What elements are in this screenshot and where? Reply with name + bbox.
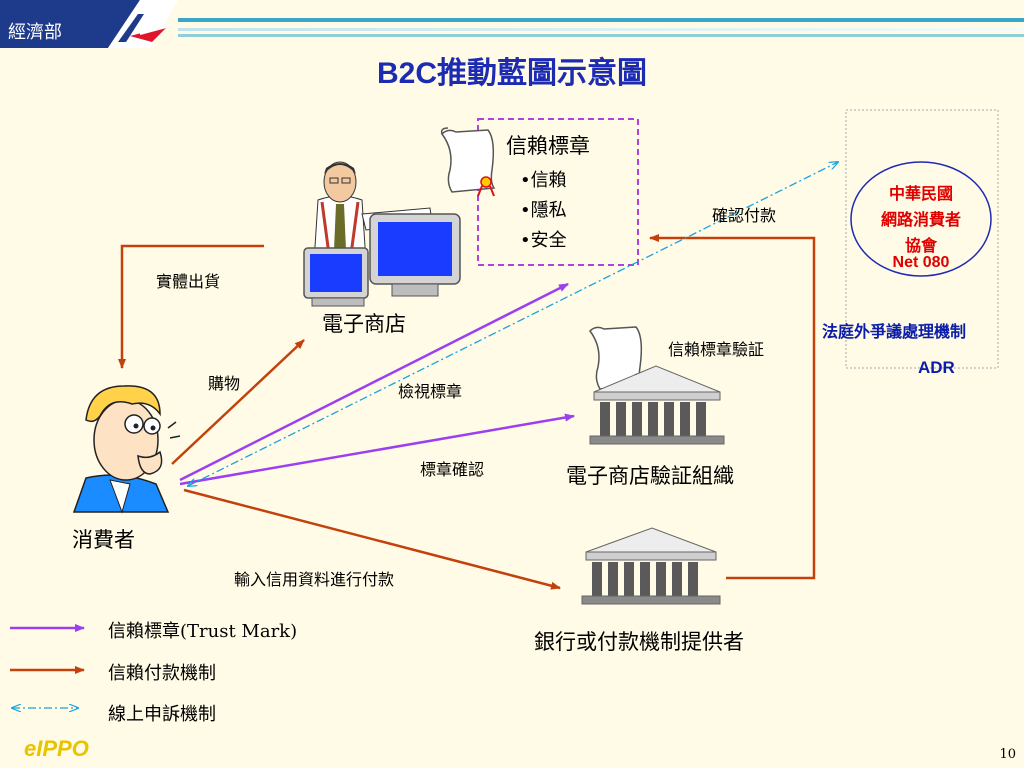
adr-box	[845, 109, 999, 369]
adr-org-line3: 協會	[904, 236, 937, 255]
edge-shopping	[171, 339, 305, 465]
ministry-logo	[118, 14, 171, 42]
page-number: 10	[999, 747, 1016, 762]
edge-confirm-payment	[649, 234, 816, 580]
adr-net-label: Net 080	[892, 254, 950, 271]
trust-mark-item: •隱私	[520, 200, 567, 221]
adr-ellipse	[850, 161, 992, 277]
adr-desc: 法庭外爭議處理機制	[822, 322, 967, 341]
node-consumer-label: 消費者	[72, 528, 135, 552]
header-band	[0, 0, 1024, 48]
edge-label-physical-delivery: 實體出貨	[156, 272, 221, 291]
adr-org-line2: 網路消費者	[880, 210, 961, 229]
page-title-en: B2C	[376, 57, 437, 90]
scroll-icon-trust	[440, 127, 496, 197]
node-verifier-label: 電子商店驗証組織	[566, 464, 734, 488]
legend-trust-mark-label: 信賴標章(Trust Mark)	[108, 621, 298, 642]
adr-org-line1: 中華民國	[888, 184, 953, 203]
node-bank-label: 銀行或付款機制提供者	[534, 630, 744, 654]
adr-code: ADR	[918, 358, 955, 377]
trust-mark-item: •信賴	[520, 170, 567, 191]
page-title: B2C推動藍圖示意圖	[0, 48, 1024, 92]
department-label: 經濟部	[8, 22, 62, 43]
edge-label-mark-confirm: 標章確認	[420, 460, 485, 479]
legend-online-complaint-label: 線上申訴機制	[108, 704, 216, 725]
page-title-zh: 推動藍圖示意圖	[437, 56, 647, 91]
edge-physical-delivery	[118, 244, 264, 369]
legend-trust-payment-label: 信賴付款機制	[108, 663, 216, 684]
edge-label-shopping: 購物	[208, 374, 241, 393]
trust-mark-item: •安全	[520, 230, 567, 251]
consumer-cartoon-icon	[72, 385, 181, 514]
node-store-label: 電子商店	[322, 312, 406, 336]
edge-input-credit	[183, 488, 561, 590]
eippo-logo: eIPPO	[24, 736, 89, 761]
trust-mark-title: 信賴標章	[506, 134, 590, 158]
trust-mark-list: •信賴 •隱私 •安全	[520, 166, 567, 256]
edge-label-confirm-payment: 確認付款	[712, 206, 777, 225]
edge-label-input-credit: 輸入信用資料進行付款	[234, 570, 395, 589]
edge-label-view-mark: 檢視標章	[398, 382, 463, 401]
store-clerk-icon	[303, 161, 461, 307]
edge-online-complaint	[188, 162, 838, 486]
bank-building-icon	[581, 527, 721, 605]
edge-label-mark-verify: 信賴標章驗証	[668, 340, 765, 359]
